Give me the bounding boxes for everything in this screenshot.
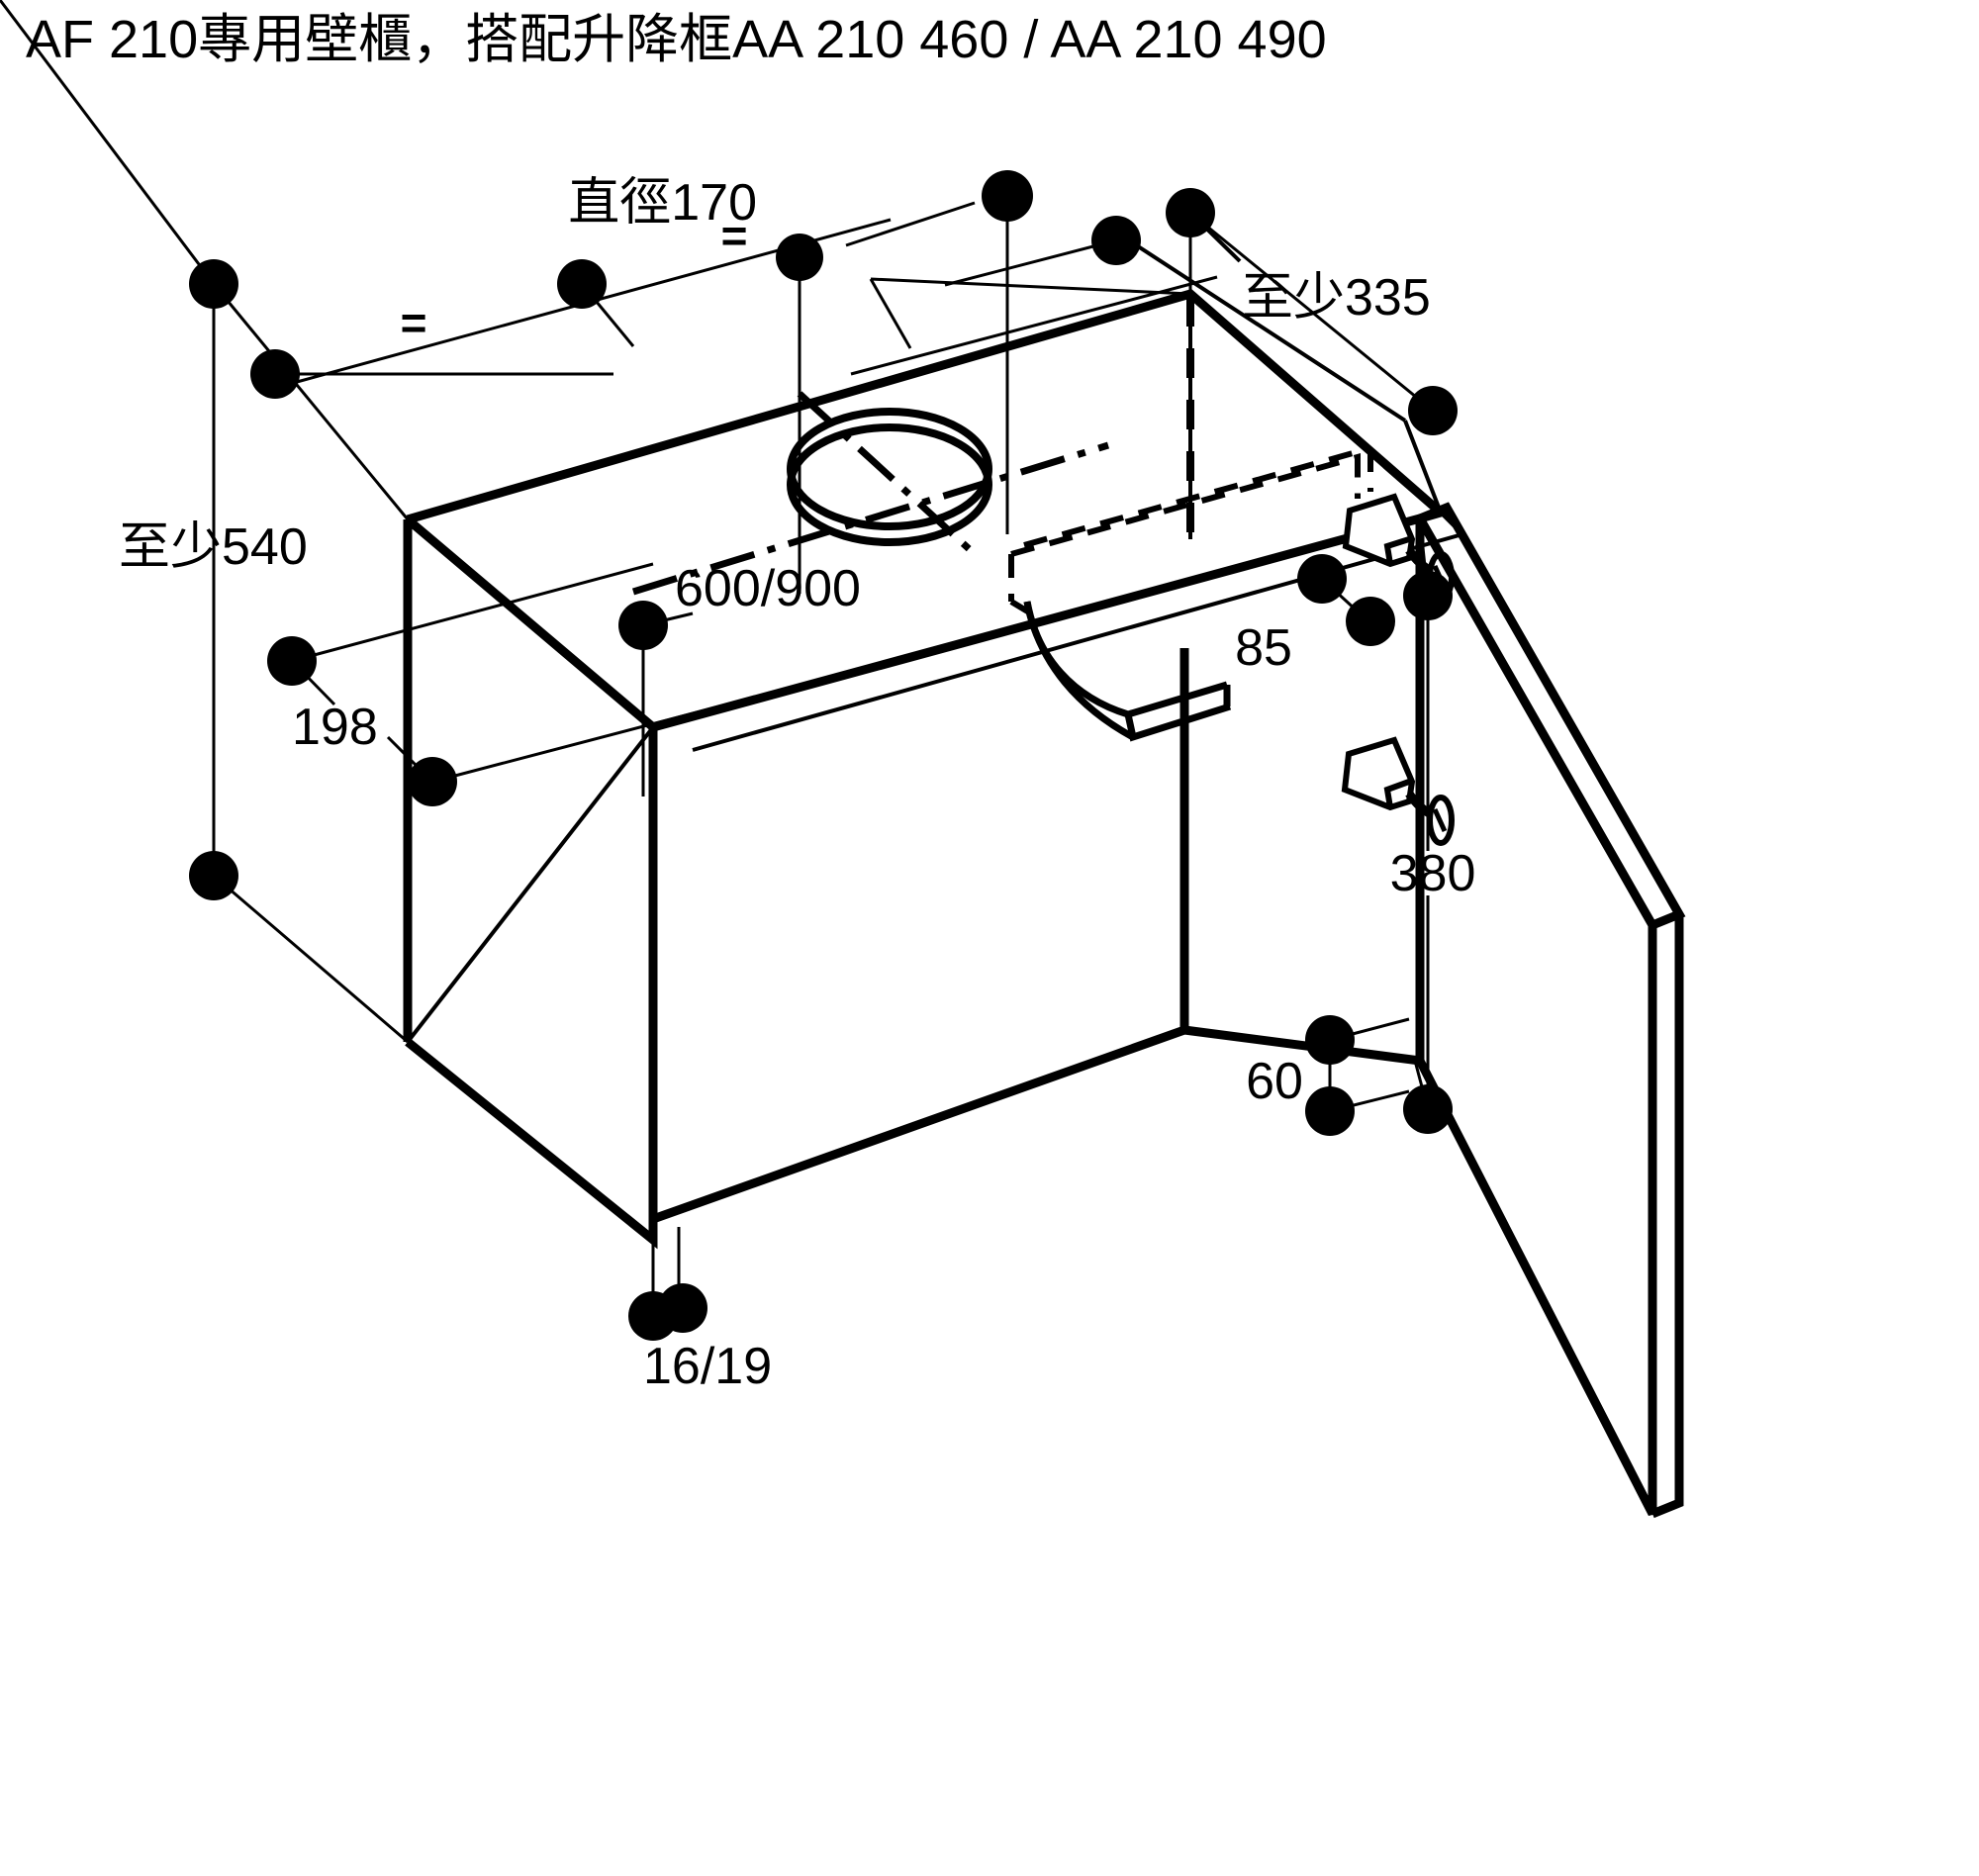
hinge-top-body [1342, 493, 1416, 568]
dim380-leader-top [1418, 517, 1430, 597]
label-85: 85 [1235, 619, 1292, 677]
dim198-leader-bottom [431, 691, 773, 784]
label-380: 380 [1390, 845, 1476, 902]
dim85-dot-bottom [1346, 597, 1395, 646]
thickness-dot-right [658, 1283, 707, 1333]
hinge-bottom-screw-slot [1432, 807, 1448, 833]
door-panel [1415, 502, 1686, 1519]
label-min-height: 至少540 [119, 518, 308, 576]
dim198-tick-bottom [386, 735, 434, 784]
equal-left-dimline [0, 0, 216, 285]
page-title: AF 210專用壁櫃，搭配升降框AA 210 460 / AA 210 490 [26, 10, 1327, 69]
dimension-hinge-spacing [1403, 517, 1453, 1134]
equal-left-leader-b [580, 283, 635, 347]
dimension-198 [267, 562, 773, 806]
duct-axis-long [631, 441, 1110, 596]
dim198-leader-top [291, 562, 654, 663]
hinge-plate-top [1342, 493, 1436, 577]
label-thickness: 16/19 [643, 1338, 772, 1395]
left-side-lower-diagonal [406, 725, 655, 1044]
hinge-bottom-screw-head [1427, 795, 1455, 846]
equal-right-dimline [870, 277, 1191, 296]
cabinet-top-inner-front [651, 514, 1422, 732]
lift-frame-hidden-rear [1023, 445, 1371, 548]
lift-frame-hidden-top [1010, 453, 1361, 557]
equal-right-dimline2 [869, 278, 912, 349]
dimension-min-depth [1130, 188, 1458, 514]
door-panel-thickness-side [1650, 914, 1684, 1519]
cabinet-top-surface [406, 288, 1451, 524]
equal-right-leader [944, 238, 1117, 287]
dimension-width [618, 601, 694, 797]
cabinet-right-bottom [1183, 1025, 1421, 1066]
hinge-top-edge [1383, 536, 1410, 565]
label-min-depth: 至少335 [1242, 269, 1431, 327]
cabinet-interior-bottom-rail [651, 1025, 1186, 1224]
lift-frame-shelf [1023, 601, 1232, 742]
dimension-min-height [189, 259, 410, 1044]
equal-left-dimline-long [296, 218, 892, 384]
shelf-side-face [1023, 601, 1135, 741]
duct-cutout-ellipse-inner [787, 408, 992, 530]
min-height-leader-top [212, 283, 410, 520]
min-depth-ext-lower [1130, 240, 1407, 422]
duct-axis-short [797, 391, 978, 557]
label-duct-diameter: 直徑170 [568, 174, 757, 232]
dim85-leader-top [1320, 577, 1371, 624]
duct-dim-leader [845, 201, 976, 247]
label-width: 600/900 [675, 560, 861, 617]
equal-right-dimline-long [850, 275, 1218, 376]
hinge-plate-bottom [1341, 736, 1436, 820]
min-height-leader-bottom [213, 874, 409, 1044]
dimension-hinge-bottom-offset [1305, 1015, 1410, 1136]
hinge-bottom-body [1341, 736, 1416, 811]
equal-marks-group [0, 0, 1218, 399]
duct-dim-dot-left [776, 234, 823, 281]
dimension-duct-diameter [776, 170, 1033, 594]
door-panel-thickness-top [1418, 502, 1686, 930]
width-leader [642, 611, 694, 627]
duct-centre-lines [631, 391, 1110, 596]
left-side-diagonal [406, 517, 655, 729]
duct-dim-dot-right [982, 170, 1033, 222]
dim60-leader-top [1329, 1017, 1410, 1042]
dim380-leader-bottom [1413, 1060, 1430, 1110]
duct-cutout [787, 408, 992, 546]
label-60: 60 [1246, 1053, 1303, 1110]
min-depth-leader-lower [1403, 420, 1443, 514]
label-198: 198 [292, 699, 378, 756]
dimension-hinge-top-offset [1297, 554, 1395, 646]
min-depth-dim-line [1189, 211, 1434, 413]
cabinet-interior-detail [406, 294, 1466, 1044]
lift-frame-hidden-outline [1008, 445, 1373, 616]
label-equal-right: = [721, 210, 748, 261]
cabinet-left-bottom [405, 1038, 658, 1250]
dim60-leader-bottom [1329, 1089, 1410, 1113]
label-equal-left: = [401, 297, 427, 348]
hinge-bottom-edge [1383, 779, 1411, 808]
dim198-tick-top [290, 659, 336, 706]
door-panel-outline [1415, 516, 1657, 1517]
dimension-thickness [628, 1227, 707, 1341]
